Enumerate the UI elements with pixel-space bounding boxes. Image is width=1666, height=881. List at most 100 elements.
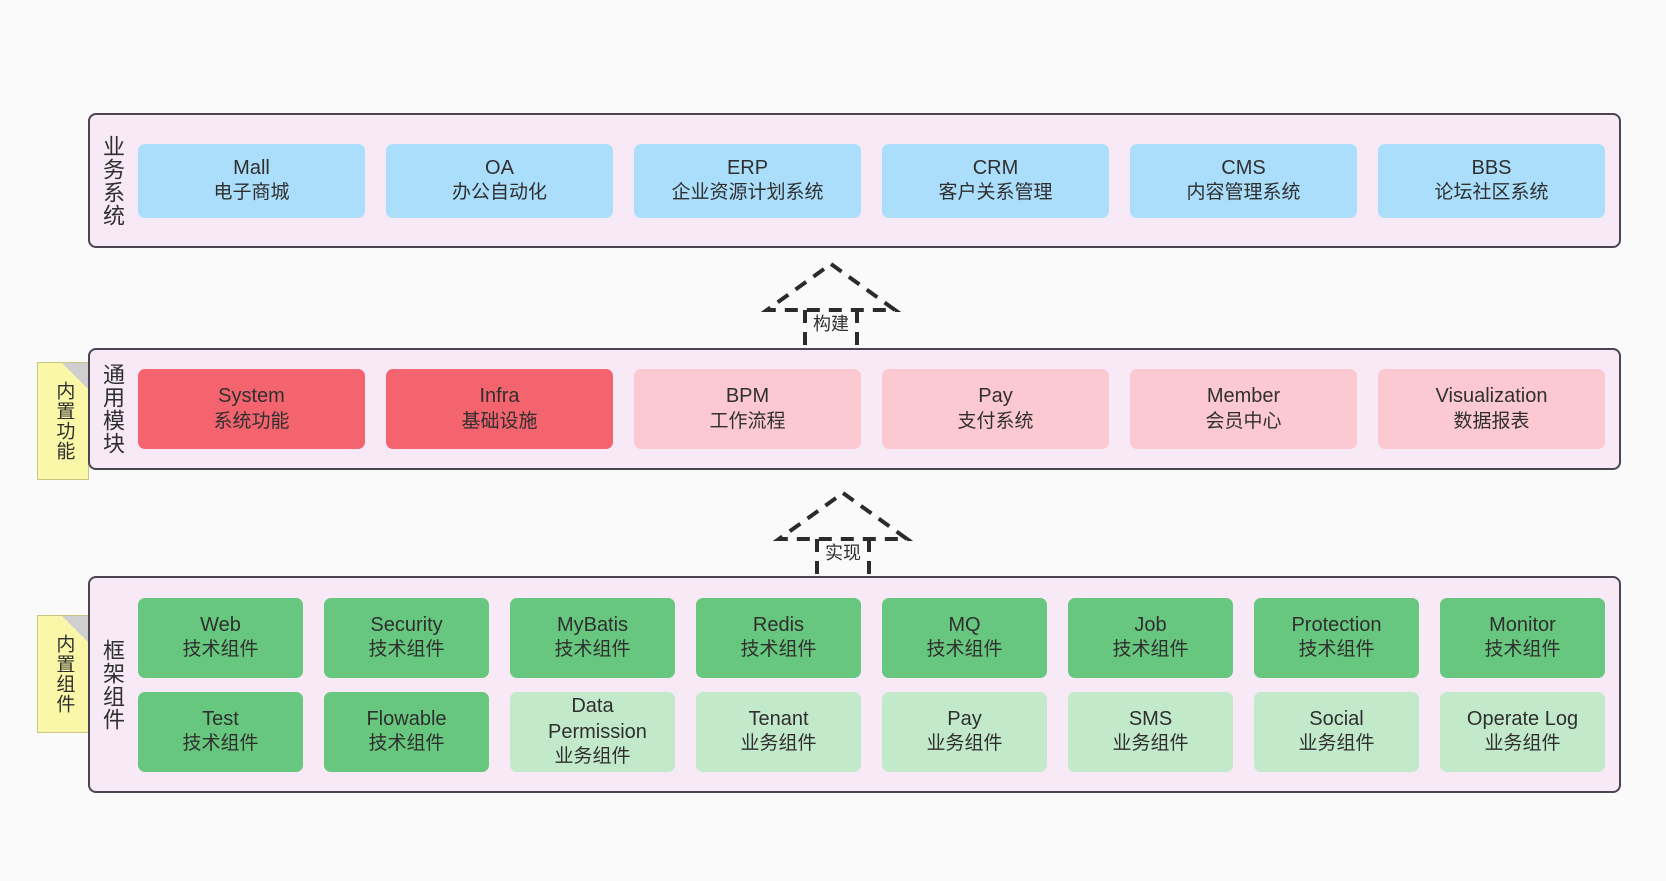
card-subtitle: 电子商城: [213, 182, 290, 204]
card-mq[interactable]: MQ 技术组件: [882, 597, 1047, 678]
card-subtitle: 内容管理系统: [1186, 182, 1301, 204]
layer-body-framework-component: Web 技术组件 Security 技术组件 MyBatis 技术组件 Redi…: [134, 578, 1619, 791]
card-oa[interactable]: OA 办公自动化: [386, 143, 613, 218]
card-title: Web: [200, 613, 241, 636]
card-title: Redis: [752, 613, 805, 636]
card-title: CMS: [1221, 156, 1266, 179]
card-title: Mall: [233, 156, 270, 179]
note-label: 内置组件: [53, 634, 75, 714]
card-title: BBS: [1471, 156, 1512, 179]
card-subtitle: 系统功能: [213, 410, 290, 432]
card-protection[interactable]: Protection 技术组件: [1254, 597, 1419, 678]
card-title: MQ: [948, 613, 981, 636]
card-subtitle: 技术组件: [182, 639, 259, 661]
card-title: BPM: [725, 385, 770, 408]
connector-implement: 实现: [768, 487, 918, 587]
connector-build: 构建: [756, 258, 906, 358]
card-title: OA: [485, 156, 514, 179]
card-job[interactable]: Job 技术组件: [1068, 597, 1233, 678]
layer-title-framework-component: 框架组件: [99, 638, 125, 731]
connector-label: 构建: [813, 314, 849, 334]
card-subtitle: 业务组件: [554, 745, 631, 767]
card-subtitle: 支付系统: [957, 410, 1034, 432]
card-title: Member: [1206, 385, 1281, 408]
card-security[interactable]: Security 技术组件: [324, 597, 489, 678]
card-data-permission[interactable]: Data Permission 业务组件: [510, 691, 675, 772]
card-redis[interactable]: Redis 技术组件: [696, 597, 861, 678]
card-erp[interactable]: ERP 企业资源计划系统: [634, 143, 861, 218]
card-subtitle: 论坛社区系统: [1434, 182, 1549, 204]
generalization-arrow-icon: [760, 261, 902, 356]
card-visualization[interactable]: Visualization 数据报表: [1378, 369, 1605, 449]
card-subtitle: 基础设施: [461, 410, 538, 432]
card-system[interactable]: System 系统功能: [138, 369, 365, 449]
card-title: Visualization: [1435, 385, 1548, 408]
card-infra[interactable]: Infra 基础设施: [386, 369, 613, 449]
card-subtitle: 业务组件: [926, 733, 1003, 755]
card-pay-business[interactable]: Pay 业务组件: [882, 691, 1047, 772]
card-mall[interactable]: Mall 电子商城: [138, 143, 365, 218]
card-title: Social: [1309, 707, 1364, 730]
card-subtitle: 数据报表: [1453, 410, 1530, 432]
card-mybatis[interactable]: MyBatis 技术组件: [510, 597, 675, 678]
card-row: System 系统功能 Infra 基础设施 BPM 工作流程 Pay 支付系统…: [138, 369, 1605, 449]
card-subtitle: 技术组件: [368, 733, 445, 755]
card-title: ERP: [726, 156, 769, 179]
card-subtitle: 技术组件: [740, 639, 817, 661]
card-monitor[interactable]: Monitor 技术组件: [1440, 597, 1605, 678]
note-builtin-feature[interactable]: 内置功能: [37, 362, 89, 480]
card-title: Tenant: [748, 707, 809, 730]
layer-body-common-module: System 系统功能 Infra 基础设施 BPM 工作流程 Pay 支付系统…: [134, 350, 1619, 468]
card-title: MyBatis: [556, 613, 629, 636]
card-subtitle: 办公自动化: [451, 182, 547, 204]
card-row: Web 技术组件 Security 技术组件 MyBatis 技术组件 Redi…: [138, 597, 1605, 678]
card-title: Test: [202, 707, 239, 730]
card-title: Data Permission: [548, 695, 647, 743]
card-title: Pay: [947, 707, 982, 730]
layer-body-business-system: Mall 电子商城 OA 办公自动化 ERP 企业资源计划系统 CRM 客户关系…: [134, 115, 1619, 246]
card-subtitle: 业务组件: [1298, 733, 1375, 755]
card-operate-log[interactable]: Operate Log 业务组件: [1440, 691, 1605, 772]
card-subtitle: 业务组件: [740, 733, 817, 755]
card-bbs[interactable]: BBS 论坛社区系统: [1378, 143, 1605, 218]
card-subtitle: 技术组件: [182, 733, 259, 755]
card-title: Job: [1134, 613, 1167, 636]
card-tenant[interactable]: Tenant 业务组件: [696, 691, 861, 772]
card-subtitle: 业务组件: [1484, 733, 1561, 755]
card-subtitle: 工作流程: [709, 410, 786, 432]
card-title: Monitor: [1489, 613, 1556, 636]
card-subtitle: 企业资源计划系统: [671, 182, 824, 204]
card-title: Flowable: [366, 707, 447, 730]
layer-common-module[interactable]: 通用模块 System 系统功能 Infra 基础设施 BPM 工作流程 Pay…: [88, 348, 1621, 470]
card-crm[interactable]: CRM 客户关系管理: [882, 143, 1109, 218]
card-subtitle: 技术组件: [1484, 639, 1561, 661]
card-title: SMS: [1128, 707, 1173, 730]
card-subtitle: 技术组件: [926, 639, 1003, 661]
layer-framework-component[interactable]: 框架组件 Web 技术组件 Security 技术组件 MyBatis 技术组件…: [88, 576, 1621, 793]
card-member[interactable]: Member 会员中心: [1130, 369, 1357, 449]
card-bpm[interactable]: BPM 工作流程: [634, 369, 861, 449]
card-subtitle: 技术组件: [1112, 639, 1189, 661]
card-subtitle: 业务组件: [1112, 733, 1189, 755]
card-row: Mall 电子商城 OA 办公自动化 ERP 企业资源计划系统 CRM 客户关系…: [138, 143, 1605, 218]
card-title: CRM: [972, 156, 1019, 179]
card-sms[interactable]: SMS 业务组件: [1068, 691, 1233, 772]
card-title: System: [218, 385, 285, 408]
connector-label: 实现: [825, 543, 861, 563]
card-subtitle: 会员中心: [1205, 410, 1282, 432]
note-builtin-component[interactable]: 内置组件: [37, 615, 89, 733]
card-title: Protection: [1291, 613, 1382, 636]
card-test[interactable]: Test 技术组件: [138, 691, 303, 772]
card-flowable[interactable]: Flowable 技术组件: [324, 691, 489, 772]
note-fold-corner-icon: [62, 363, 88, 389]
card-subtitle: 技术组件: [554, 639, 631, 661]
layer-title-business-system: 业务系统: [99, 134, 125, 227]
note-fold-corner-icon: [62, 616, 88, 642]
card-pay[interactable]: Pay 支付系统: [882, 369, 1109, 449]
card-social[interactable]: Social 业务组件: [1254, 691, 1419, 772]
card-web[interactable]: Web 技术组件: [138, 597, 303, 678]
card-subtitle: 客户关系管理: [938, 182, 1053, 204]
card-cms[interactable]: CMS 内容管理系统: [1130, 143, 1357, 218]
layer-business-system[interactable]: 业务系统 Mall 电子商城 OA 办公自动化 ERP 企业资源计划系统 CRM…: [88, 113, 1621, 248]
